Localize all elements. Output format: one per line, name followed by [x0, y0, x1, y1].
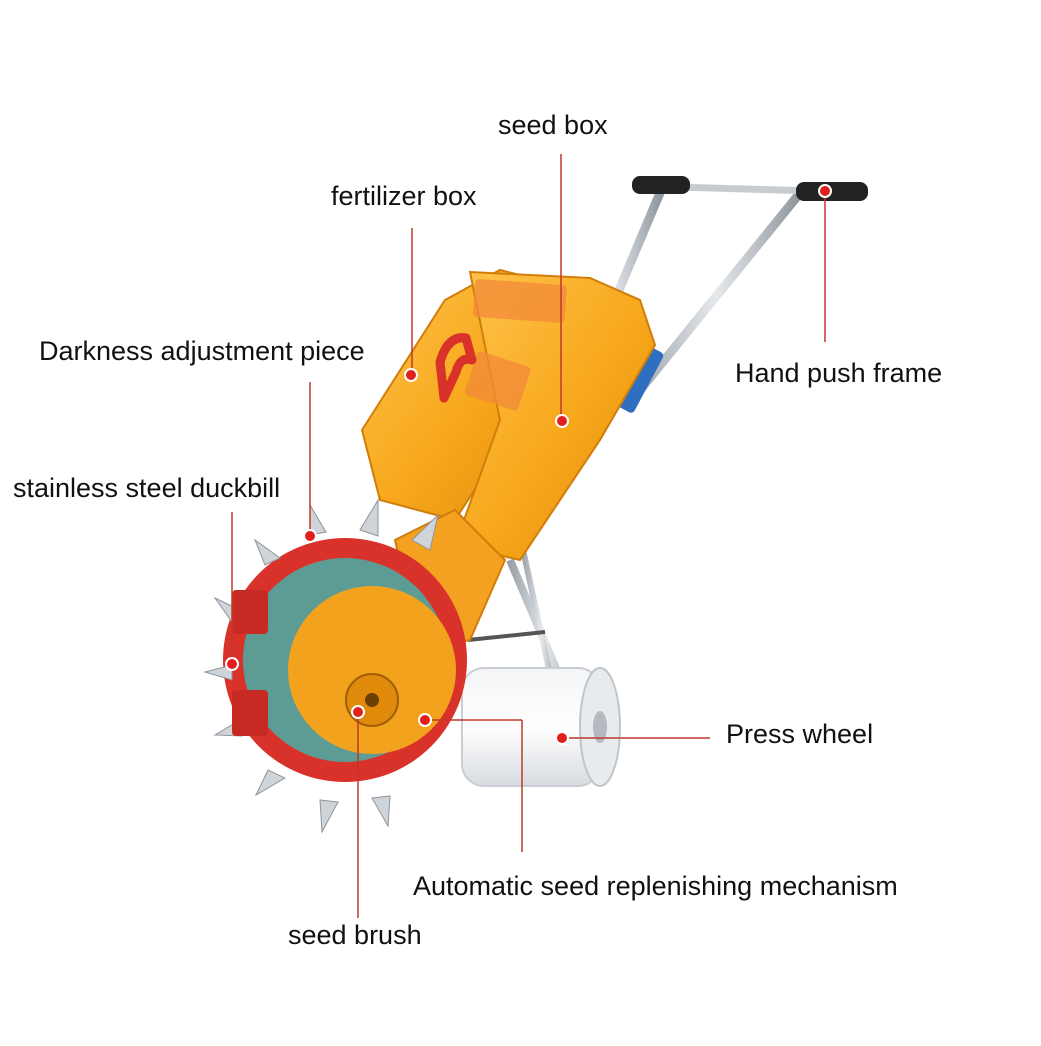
marker-seed-box [555, 414, 569, 428]
marker-duckbill [225, 657, 239, 671]
press-wheel [461, 667, 621, 787]
seeding-wheel [203, 498, 467, 834]
label-seed-brush: seed brush [288, 920, 422, 950]
marker-seed-brush [351, 705, 365, 719]
label-darkness-adjustment: Darkness adjustment piece [39, 336, 365, 366]
handle-grip-right [796, 182, 868, 201]
seeder-body [360, 268, 657, 652]
label-hand-push-frame: Hand push frame [735, 358, 943, 388]
label-press-wheel: Press wheel [726, 719, 874, 749]
label-duckbill: stainless steel duckbill [13, 473, 281, 503]
handle-grip-left [632, 176, 690, 194]
marker-hand-push-frame [818, 184, 832, 198]
frame-clamp [614, 345, 664, 413]
label-fertilizer-box: fertilizer box [331, 181, 477, 211]
marker-press-wheel [555, 731, 569, 745]
marker-fertilizer-box [404, 368, 418, 382]
label-seed-box: seed box [498, 110, 608, 140]
duckbill-spikes [203, 498, 439, 834]
callout-markers [225, 184, 832, 745]
label-auto-seed: Automatic seed replenishing mechanism [413, 871, 898, 901]
marker-auto-seed [418, 713, 432, 727]
marker-darkness-adjustment [303, 529, 317, 543]
leader-lines [231, 154, 826, 918]
